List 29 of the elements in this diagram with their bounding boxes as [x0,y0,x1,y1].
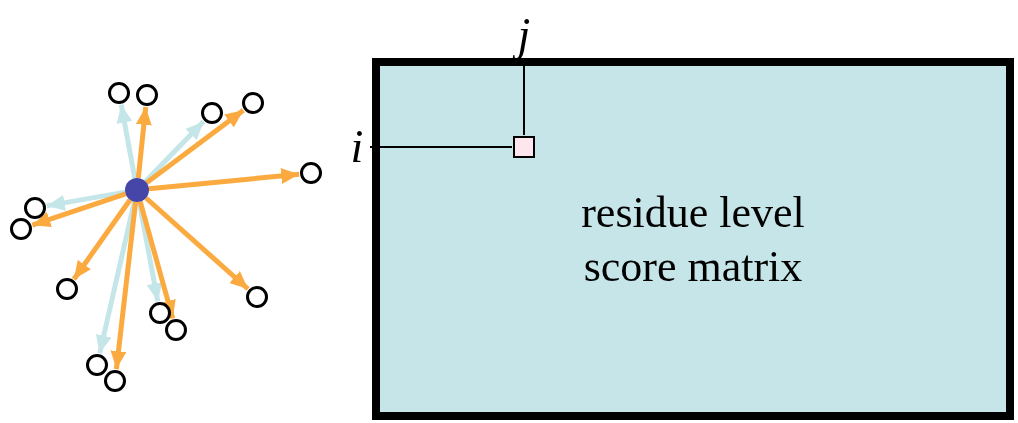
circle-node [201,102,223,124]
circle-node [10,218,32,240]
circle-node [86,354,108,376]
arrow [116,104,138,179]
arrow [31,191,127,228]
circle-node [149,302,171,324]
center-dot [125,178,149,202]
score-matrix [372,58,1014,420]
arrow [144,196,250,291]
arrow [148,168,300,192]
arrow [145,108,245,185]
circle-node [300,162,322,184]
arrow [135,106,152,179]
circle-node [165,319,187,341]
circle-node [108,82,130,104]
circle-node [136,84,158,106]
circle-node [56,278,78,300]
index-label: i [344,124,370,170]
circle-node [24,197,46,219]
circle-node [242,92,264,114]
arrow [46,189,126,211]
arrow [71,198,133,281]
matrix-cell [513,136,535,158]
circle-node [246,286,268,308]
circle-node [104,370,126,392]
matrix-label: residue level score matrix [580,187,806,293]
arrow [137,200,176,320]
leader-line [369,146,513,148]
arrow [110,201,139,370]
